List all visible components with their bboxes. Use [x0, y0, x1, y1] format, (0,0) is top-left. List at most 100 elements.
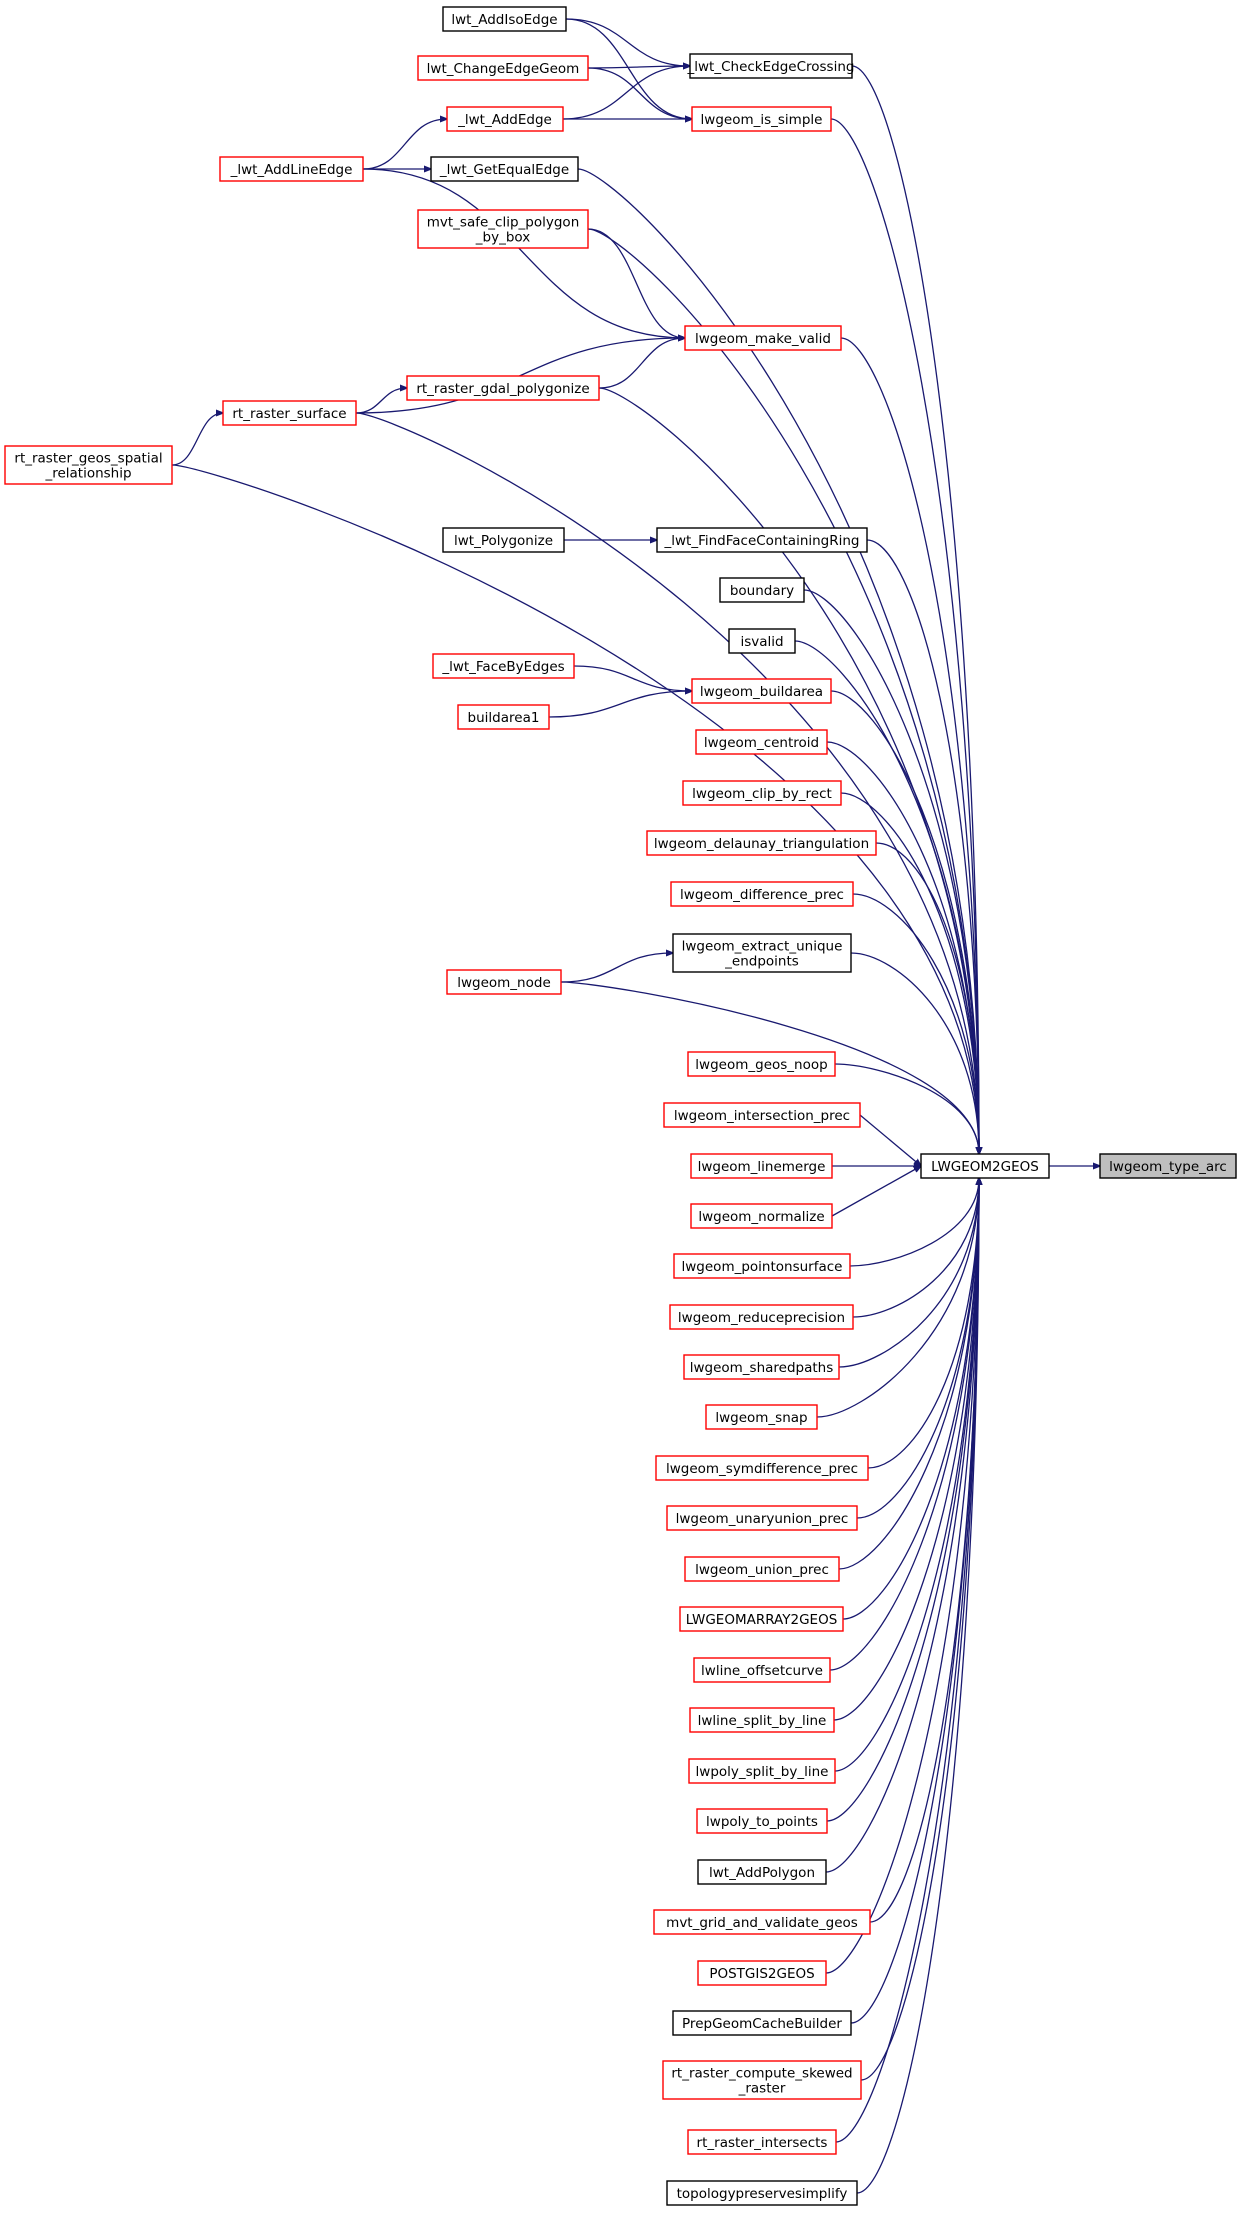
node-lwgeom_reduceprecision[interactable]: lwgeom_reduceprecision: [669, 1304, 854, 1330]
edge-_lwt_AddEdge-to-_lwt_CheckEdgeCrossing: [562, 66, 690, 120]
node-box: [697, 1859, 827, 1885]
node-_lwt_AddEdge[interactable]: _lwt_AddEdge: [446, 106, 564, 132]
node-lwgeom_centroid[interactable]: lwgeom_centroid: [695, 729, 828, 755]
node-box: [684, 325, 842, 351]
node-label: buildarea1: [468, 710, 540, 726]
node-lwgeom_sharedpaths[interactable]: lwgeom_sharedpaths: [683, 1354, 840, 1380]
node-lwgeom_buildarea[interactable]: lwgeom_buildarea: [691, 678, 832, 704]
edge-buildarea1-to-lwgeom_buildarea: [548, 691, 692, 718]
node-lwgeom_linemerge[interactable]: lwgeom_linemerge: [690, 1153, 833, 1179]
node-lwgeom_delaunay_triangulation[interactable]: lwgeom_delaunay_triangulation: [646, 830, 877, 856]
node-lwgeom_intersection_prec[interactable]: lwgeom_intersection_prec: [663, 1102, 861, 1128]
node-label: _lwt_AddEdge: [457, 112, 552, 128]
node-lwline_offsetcurve[interactable]: lwline_offsetcurve: [693, 1657, 831, 1683]
edge-lwt_ChangeEdgeGeom-to-lwgeom_is_simple: [587, 67, 692, 119]
node-PrepGeomCacheBuilder[interactable]: PrepGeomCacheBuilder: [672, 2010, 852, 2036]
node-box: [684, 1556, 840, 1582]
node-lwgeom_make_valid[interactable]: lwgeom_make_valid: [684, 325, 842, 351]
node-label: rt_raster_compute_skewed: [671, 2066, 852, 2082]
node-lwt_AddPolygon[interactable]: lwt_AddPolygon: [697, 1859, 827, 1885]
node-box: [690, 1153, 833, 1179]
node-label: lwgeom_normalize: [698, 1209, 824, 1225]
edge-lwt_AddIsoEdge-to-_lwt_CheckEdgeCrossing: [565, 18, 690, 66]
node-buildarea1[interactable]: buildarea1: [457, 704, 550, 730]
edge-lwgeom_symdifference_prec-to-LWGEOM2GEOS: [867, 1178, 979, 1469]
edge-mvt_safe_clip_polygon_by_box-to-lwgeom_make_valid: [587, 228, 685, 338]
node-box: [689, 1707, 835, 1733]
node-box: [646, 830, 877, 856]
node-_lwt_FindFaceContainingRing[interactable]: _lwt_FindFaceContainingRing: [656, 527, 868, 553]
node-lwgeom_snap[interactable]: lwgeom_snap: [705, 1404, 818, 1430]
node-box: [691, 106, 832, 132]
node-LWGEOM2GEOS[interactable]: LWGEOM2GEOS: [920, 1153, 1050, 1179]
node-box: [673, 1253, 851, 1279]
node-lwline_split_by_line[interactable]: lwline_split_by_line: [689, 1707, 835, 1733]
node-mvt_grid_and_validate_geos[interactable]: mvt_grid_and_validate_geos: [653, 1909, 871, 1935]
node-lwgeom_type_arc[interactable]: lwgeom_type_arc: [1099, 1153, 1237, 1179]
edge-lwgeom_geos_noop-to-LWGEOM2GEOS: [834, 1063, 979, 1154]
node-lwgeom_symdifference_prec[interactable]: lwgeom_symdifference_prec: [655, 1455, 869, 1481]
node-rt_raster_compute_skewed_raster[interactable]: rt_raster_compute_skewed_raster: [662, 2060, 862, 2100]
node-rt_raster_gdal_polygonize[interactable]: rt_raster_gdal_polygonize: [406, 375, 600, 401]
node-box: [719, 577, 805, 603]
edge-lwt_AddIsoEdge-to-lwgeom_is_simple: [565, 18, 692, 119]
edge-boundary-to-LWGEOM2GEOS: [803, 589, 979, 1154]
node-lwpoly_to_points[interactable]: lwpoly_to_points: [696, 1808, 828, 1834]
node-mvt_safe_clip_polygon_by_box[interactable]: mvt_safe_clip_polygon_by_box: [417, 209, 589, 249]
node-lwt_ChangeEdgeGeom[interactable]: lwt_ChangeEdgeGeom: [417, 55, 589, 81]
node-LWGEOMARRAY2GEOS[interactable]: LWGEOMARRAY2GEOS: [679, 1606, 844, 1632]
node-box: [446, 106, 564, 132]
node-POSTGIS2GEOS[interactable]: POSTGIS2GEOS: [697, 1960, 827, 1986]
node-label: lwgeom_union_prec: [695, 1562, 829, 1578]
node-box: [670, 881, 854, 907]
node-rt_raster_geos_spatial_relationship[interactable]: rt_raster_geos_spatial_relationship: [4, 445, 173, 485]
node-lwgeom_is_simple[interactable]: lwgeom_is_simple: [691, 106, 832, 132]
node-_lwt_AddLineEdge[interactable]: _lwt_AddLineEdge: [219, 156, 364, 182]
node-rt_raster_surface[interactable]: rt_raster_surface: [222, 400, 357, 426]
node-lwgeom_node[interactable]: lwgeom_node: [446, 969, 562, 995]
node-label: boundary: [730, 583, 794, 599]
node-label: lwgeom_pointonsurface: [682, 1259, 843, 1275]
node-box: [457, 704, 550, 730]
node-isvalid[interactable]: isvalid: [728, 628, 796, 654]
edge-lwgeom_buildarea-to-LWGEOM2GEOS: [830, 690, 979, 1154]
node-_lwt_FaceByEdges[interactable]: _lwt_FaceByEdges: [432, 653, 575, 679]
node-box: [430, 156, 579, 182]
node-_lwt_GetEqualEdge[interactable]: _lwt_GetEqualEdge: [430, 156, 579, 182]
node-box: [432, 653, 575, 679]
node-lwt_AddIsoEdge[interactable]: lwt_AddIsoEdge: [442, 6, 567, 32]
node-lwgeom_difference_prec[interactable]: lwgeom_difference_prec: [670, 881, 854, 907]
edge-lwgeom_intersection_prec-to-LWGEOM2GEOS: [859, 1114, 921, 1166]
node-lwgeom_pointonsurface[interactable]: lwgeom_pointonsurface: [673, 1253, 851, 1279]
node-box: [663, 1102, 861, 1128]
node-_lwt_CheckEdgeCrossing[interactable]: _lwt_CheckEdgeCrossing: [687, 53, 855, 79]
node-lwgeom_extract_unique_endpoints[interactable]: lwgeom_extract_unique_endpoints: [672, 933, 852, 973]
node-box: [672, 933, 852, 973]
node-box: [695, 729, 828, 755]
edge-_lwt_AddLineEdge-to-_lwt_AddEdge: [362, 119, 447, 170]
edge-_lwt_FaceByEdges-to-lwgeom_buildarea: [573, 665, 692, 691]
node-box: [222, 400, 357, 426]
node-lwgeom_normalize[interactable]: lwgeom_normalize: [690, 1203, 833, 1229]
edge-rt_raster_geos_spatial_relationship-to-LWGEOM2GEOS: [171, 464, 979, 1154]
node-lwt_Polygonize[interactable]: lwt_Polygonize: [442, 527, 565, 553]
node-box: [666, 1505, 858, 1531]
edge-lwline_split_by_line-to-LWGEOM2GEOS: [833, 1178, 979, 1721]
node-label: topologypreservesimplify: [677, 2186, 848, 2202]
node-box: [655, 1455, 869, 1481]
node-box: [687, 1051, 836, 1077]
node-lwgeom_clip_by_rect[interactable]: lwgeom_clip_by_rect: [682, 780, 842, 806]
node-boundary[interactable]: boundary: [719, 577, 805, 603]
node-box: [4, 445, 173, 485]
edge-POSTGIS2GEOS-to-LWGEOM2GEOS: [825, 1178, 979, 1974]
node-topologypreservesimplify[interactable]: topologypreservesimplify: [666, 2180, 858, 2206]
node-rt_raster_intersects[interactable]: rt_raster_intersects: [687, 2129, 837, 2155]
node-lwgeom_union_prec[interactable]: lwgeom_union_prec: [684, 1556, 840, 1582]
node-lwpoly_split_by_line[interactable]: lwpoly_split_by_line: [688, 1758, 836, 1784]
node-lwgeom_unaryunion_prec[interactable]: lwgeom_unaryunion_prec: [666, 1505, 858, 1531]
nodes: lwgeom_type_arc LWGEOM2GEOS _lwt_CheckEdge…: [4, 6, 1237, 2206]
node-box: [683, 1354, 840, 1380]
node-box: [705, 1404, 818, 1430]
node-lwgeom_geos_noop[interactable]: lwgeom_geos_noop: [687, 1051, 836, 1077]
